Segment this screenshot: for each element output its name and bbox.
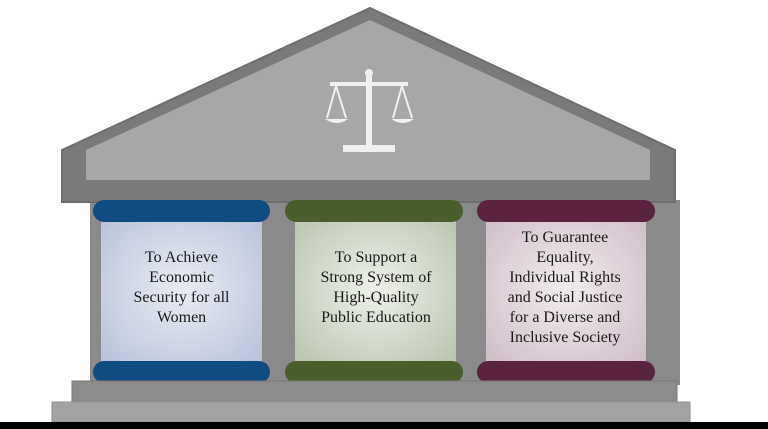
pillar-1-text: To Achieve Economic Security for all Wom… <box>133 249 230 326</box>
base-step-top <box>71 380 678 404</box>
pillar-2-text: To Support a Strong System of High-Quali… <box>320 249 432 326</box>
pillar-2-label: To Support a Strong System of High-Quali… <box>298 222 454 354</box>
pillar-3-top-cap <box>477 200 655 222</box>
pillar-3-text: To Guarantee Equality, Individual Rights… <box>507 229 623 346</box>
base-step-bottom <box>51 401 691 423</box>
pillar-1-label: To Achieve Economic Security for all Wom… <box>104 222 259 354</box>
pillar-3-label: To Guarantee Equality, Individual Rights… <box>488 218 642 358</box>
pillar-1-bottom-cap <box>93 361 270 383</box>
pillar-3-body <box>486 214 646 364</box>
pillar-2-bottom-cap <box>285 361 463 383</box>
scales-of-justice-icon <box>325 69 414 152</box>
pillar-2-body <box>295 214 456 364</box>
ground-line <box>0 422 768 429</box>
pillar-2-top-cap <box>285 200 463 222</box>
pillar-1-top-cap <box>93 200 270 222</box>
pillar-3-bottom-cap <box>477 361 655 383</box>
pillar-1-body <box>101 214 262 364</box>
